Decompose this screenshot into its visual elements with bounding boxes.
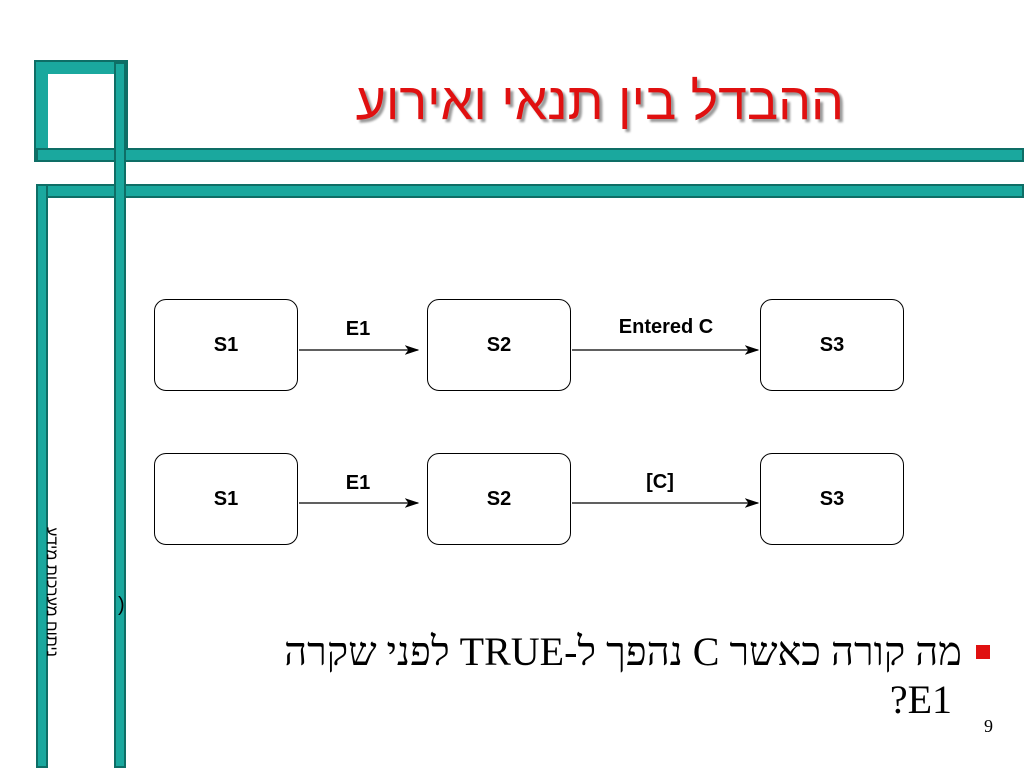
row1-transition-entered-c: Entered C: [618, 316, 714, 338]
bullet-square-icon: [976, 645, 990, 659]
side-paren: ): [118, 594, 125, 616]
row2-state-s1: S1: [154, 453, 298, 545]
frame-title-bar: [36, 148, 1024, 162]
row2-state-s3: S3: [760, 453, 904, 545]
row1-state-s3: S3: [760, 299, 904, 391]
bullet-line-1: מה קורה כאשר C נהפך ל-TRUE לפני שקרה: [284, 629, 962, 674]
bullet-line-2: ?E1: [889, 677, 952, 722]
row1-state-s1: S1: [154, 299, 298, 391]
row2-transition-e1: E1: [345, 472, 371, 494]
row1-state-s2: S2: [427, 299, 571, 391]
frame-left-inner-bar: [114, 62, 126, 768]
row1-transition-e1: E1: [345, 318, 371, 340]
slide-title: ההבדל בין תנאי ואירוע: [355, 73, 844, 131]
bullet-text: מה קורה כאשר C נהפך ל-TRUE לפני שקרה ?E1: [142, 628, 962, 724]
frame-left-outer-bar: [36, 184, 48, 768]
row2-state-s2: S2: [427, 453, 571, 545]
page-number: 9: [984, 716, 993, 736]
row2-transition-condition-c: [C]: [646, 471, 674, 493]
